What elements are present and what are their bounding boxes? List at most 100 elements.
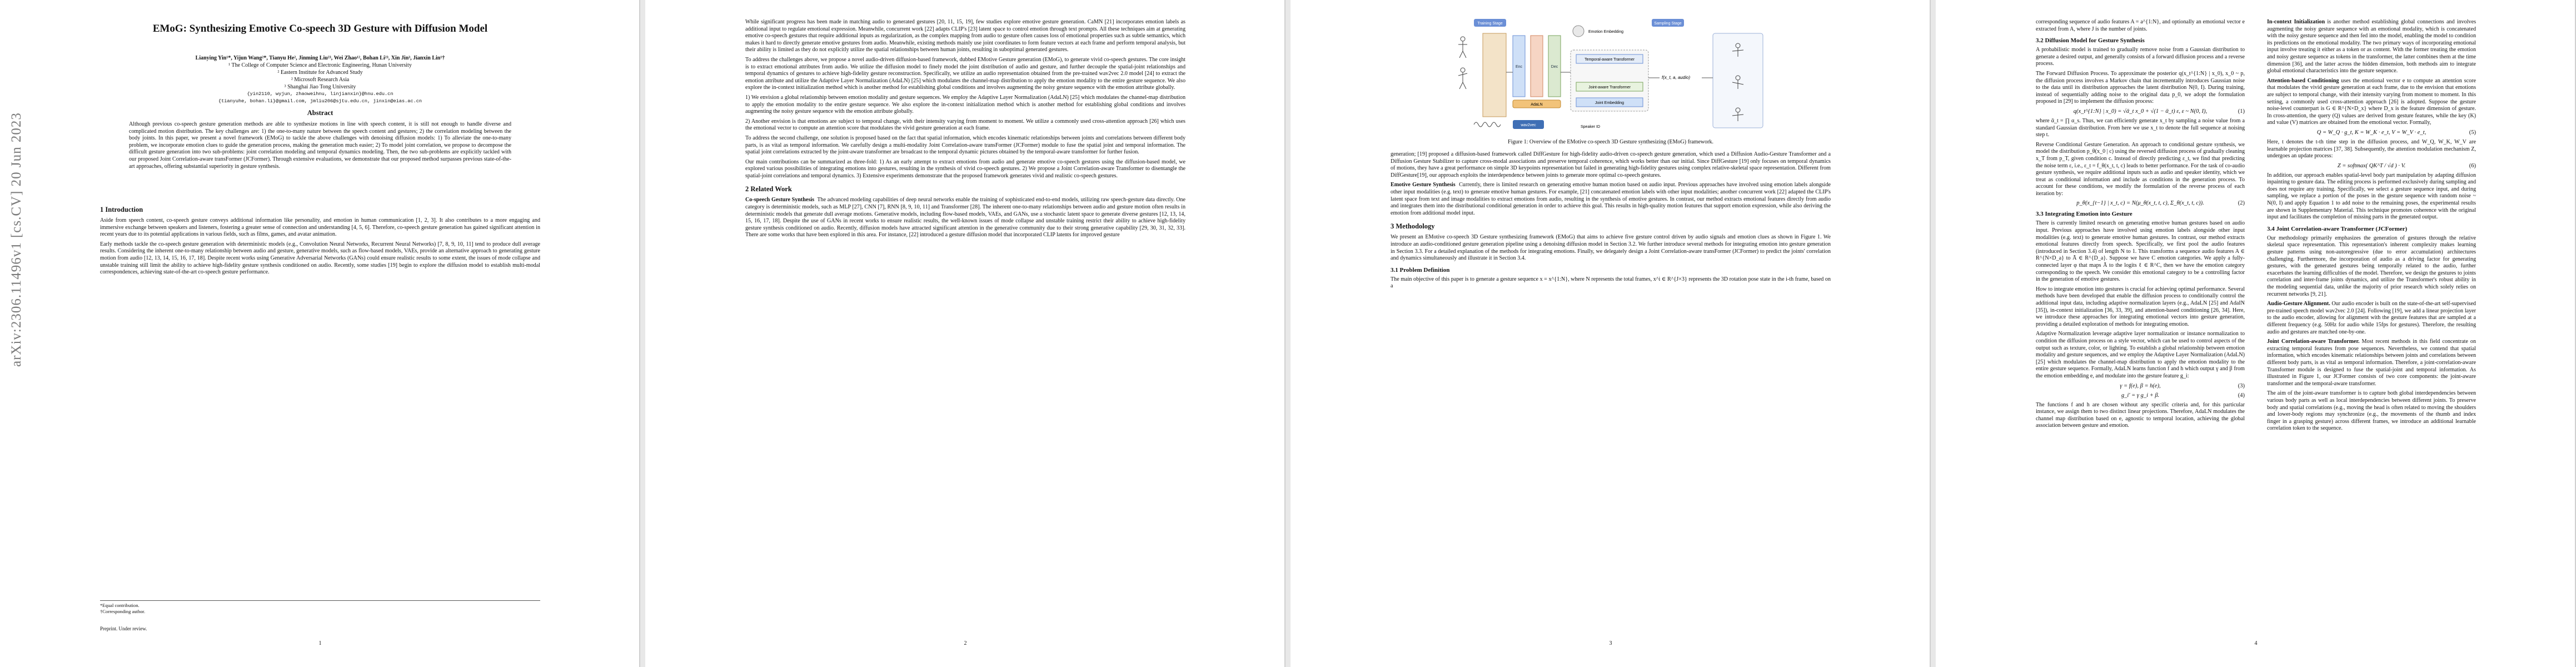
enc-label: Enc — [1516, 65, 1523, 69]
body-paragraph: Joint Correlation-aware Transformer. Mos… — [2267, 339, 2476, 387]
integrating-emotion-heading: 3.3 Integrating Emotion into Gesture — [2036, 211, 2132, 218]
sampled-pose-icon — [1732, 43, 1744, 121]
affiliation-3: ² Microsoft Research Asia — [291, 77, 350, 83]
related-work-heading: 2 Related Work — [745, 185, 792, 193]
equation-6: Z = softmax( QK^T / √d ) · V.(6) — [2337, 162, 2476, 169]
body-paragraph: There is currently limited research on g… — [2036, 220, 2245, 283]
equation-4: g_i' = γ g_i + β.(4) — [2121, 392, 2245, 399]
paragraph-text: Most recent methods in this field concen… — [2267, 339, 2476, 387]
sampling-stage-badge — [1652, 19, 1684, 27]
body-paragraph: While significant progress has been made… — [745, 19, 1185, 53]
equation-3: γ = f(e), β = h(e),(3) — [2120, 382, 2245, 389]
jcformer-heading: 3.4 Joint Correlation-aware Transformer … — [2267, 225, 2408, 232]
body-paragraph: In-context Initialization is another met… — [2267, 19, 2476, 75]
paragraph-text: Currently, there is limited research on … — [1391, 182, 1831, 216]
paragraph-lead: Emotive Gesture Synthesis — [1391, 182, 1456, 188]
training-stage-label: Training Stage — [1477, 22, 1502, 26]
wav2vec-label: wav2vec — [1520, 123, 1536, 127]
paragraph-lead: Attention-based Conditioning — [2267, 77, 2339, 84]
emails-2: {tianyuhe, bohan.li}@gmail.com, jmliu206… — [218, 98, 422, 104]
body-paragraph: We present an EMotive co-speech 3D Gestu… — [1391, 234, 1831, 262]
framework-figure: Training Stage Sampling Stage Enc Dec Ad… — [1458, 19, 1763, 129]
preprint-note: Preprint. Under review. — [100, 626, 147, 631]
adaln-badge — [1512, 99, 1561, 108]
body-paragraph: A probabilistic model is trained to grad… — [2036, 47, 2245, 67]
adaln-label: AdaLN — [1531, 103, 1542, 107]
joint-embedding-label: Joint Embedding — [1595, 101, 1624, 105]
body-paragraph: To address the challenges above, we prop… — [745, 56, 1185, 91]
footnotes: *Equal contribution. †Corresponding auth… — [100, 600, 540, 615]
page-2-column: While significant progress has been made… — [745, 19, 1185, 242]
body-paragraph: Emotive Gesture Synthesis Currently, the… — [1391, 182, 1831, 217]
paragraph-lead: In-context Initialization — [2267, 19, 2325, 25]
equation-2: p_θ(x_{t−1} | x_t, c) = N(μ_θ(x_t, t, c)… — [2076, 200, 2245, 207]
problem-definition-heading: 3.1 Problem Definition — [1391, 266, 1450, 273]
temporal-transformer-block — [1576, 54, 1643, 64]
body-paragraph: Adaptive Normalization leverage adaptive… — [2036, 331, 2245, 379]
page-4-right-column: In-context Initialization is another met… — [2267, 19, 2476, 435]
page-3: Training Stage Sampling Stage Enc Dec Ad… — [1291, 0, 1931, 667]
body-paragraph: The main objective of this paper is to g… — [1391, 276, 1831, 290]
affiliation-2: ² Eastern Institute for Advanced Study — [277, 69, 363, 76]
emails-1: {yin2110, wyjun, zhaoweihnu, linjianxin}… — [247, 91, 393, 97]
page-3-column: generation; [19] proposed a diffusion-ba… — [1391, 151, 1831, 293]
dec-block — [1548, 35, 1561, 97]
arxiv-stamp: arXiv:2306.11496v1 [cs.CV] 20 Jun 2023 — [9, 112, 24, 367]
body-paragraph: How to integrate emotion into gestures i… — [2036, 286, 2245, 327]
joint-transformer-block — [1576, 82, 1643, 92]
body-paragraph: In addition, our approach enables spatia… — [2267, 172, 2476, 221]
output-label: f(x_t, a, audio) — [1662, 75, 1690, 80]
page-number: 2 — [964, 640, 967, 646]
abstract-text: Although previous co-speech gesture gene… — [129, 121, 511, 170]
affiliation-1: ¹ The College of Computer Science and El… — [228, 62, 412, 68]
footnote: †Corresponding author. — [100, 609, 146, 614]
body-paragraph: where ᾱ_t = ∏ α_s. Thus, we can efficien… — [2036, 117, 2245, 138]
speaker-id-label: Speaker ID — [1581, 125, 1600, 129]
wav2vec-block — [1513, 120, 1544, 129]
emotion-icon — [1572, 25, 1585, 37]
body-paragraph: Attention-based Conditioning uses the em… — [2267, 78, 2476, 127]
emotion-embedding-label: Emotion Embedding — [1588, 30, 1623, 34]
body-paragraph: 2) Another envision is that emotions are… — [745, 118, 1185, 132]
affiliation-4: ³ Shanghai Jiao Tong University — [284, 84, 356, 90]
figure-caption: Figure 1: Overview of the EMotive co-spe… — [1508, 139, 1713, 145]
sampling-stage-label: Sampling Stage — [1654, 22, 1682, 26]
author-names: Lianying Yin¹*, Yijun Wang²*, Tianyu He²… — [195, 55, 445, 61]
body-paragraph: Audio-Gesture Alignment. Our audio encod… — [2267, 301, 2476, 336]
paragraph-lead: Audio-Gesture Alignment. — [2267, 301, 2330, 307]
page-4: corresponding sequence of audio features… — [1936, 0, 2576, 667]
methodology-heading: 3 Methodology — [1391, 222, 1435, 231]
page-2: While significant progress has been made… — [645, 0, 1285, 667]
abstract-heading: Abstract — [307, 109, 333, 117]
intro-heading: 1 Introduction — [100, 206, 143, 213]
paragraph-lead: Co-speech Gesture Synthesis — [745, 197, 815, 203]
introduction-section: 1 Introduction Aside from speech content… — [100, 200, 540, 279]
paragraph-text: uses the emotional vector e to compute a… — [2267, 77, 2476, 126]
body-paragraph: Here, t denotes the t-th time step in th… — [2267, 138, 2476, 160]
page-number: 1 — [318, 640, 322, 646]
body-paragraph: Reverse Conditional Gesture Generation. … — [2036, 141, 2245, 197]
intro-paragraph: Early methods tackle the co-speech gestu… — [100, 241, 540, 276]
page-number: 3 — [1609, 640, 1612, 646]
page-number: 4 — [2254, 640, 2258, 646]
footnote: *Equal contribution. — [100, 603, 139, 608]
paragraph-text: is another method establishing global co… — [2267, 19, 2476, 74]
body-paragraph: To address the second challenge, one sol… — [745, 135, 1185, 156]
equation-5: Q = W_Q · g_t, K = W_K · e_t, V = W_V · … — [2316, 129, 2476, 136]
page-4-column: corresponding sequence of audio features… — [2036, 19, 2245, 432]
pose-sequence-icon — [1458, 36, 1468, 89]
author-block: Lianying Yin¹*, Yijun Wang²*, Tianyu He²… — [100, 54, 540, 105]
dec-label: Dec — [1551, 65, 1558, 69]
body-paragraph: The functions f and h are chosen without… — [2036, 401, 2245, 429]
paper-title: EMoG: Synthesizing Emotive Co-speech 3D … — [152, 23, 488, 34]
audio-waveform-icon — [1473, 122, 1501, 127]
body-paragraph: Our main contributions can be summarized… — [745, 158, 1185, 179]
paragraph-lead: Joint Correlation-aware Transformer. — [2267, 339, 2360, 345]
training-stage-badge — [1474, 19, 1506, 27]
diffusion-heading: 3.2 Diffusion Model for Gesture Synthesi… — [2036, 37, 2145, 44]
body-paragraph: generation; [19] proposed a diffusion-ba… — [1391, 151, 1831, 178]
page-1: arXiv:2306.11496v1 [cs.CV] 20 Jun 2023 E… — [0, 0, 640, 667]
paragraph-text: The advanced modeling capabilities of de… — [745, 197, 1185, 238]
joint-transformer-label: Joint-aware Transformer — [1588, 86, 1631, 89]
equation-1: q(x_t^{1:N} | x_0) = √ᾱ_t x_0 + √(1 − ᾱ_… — [2073, 108, 2245, 115]
